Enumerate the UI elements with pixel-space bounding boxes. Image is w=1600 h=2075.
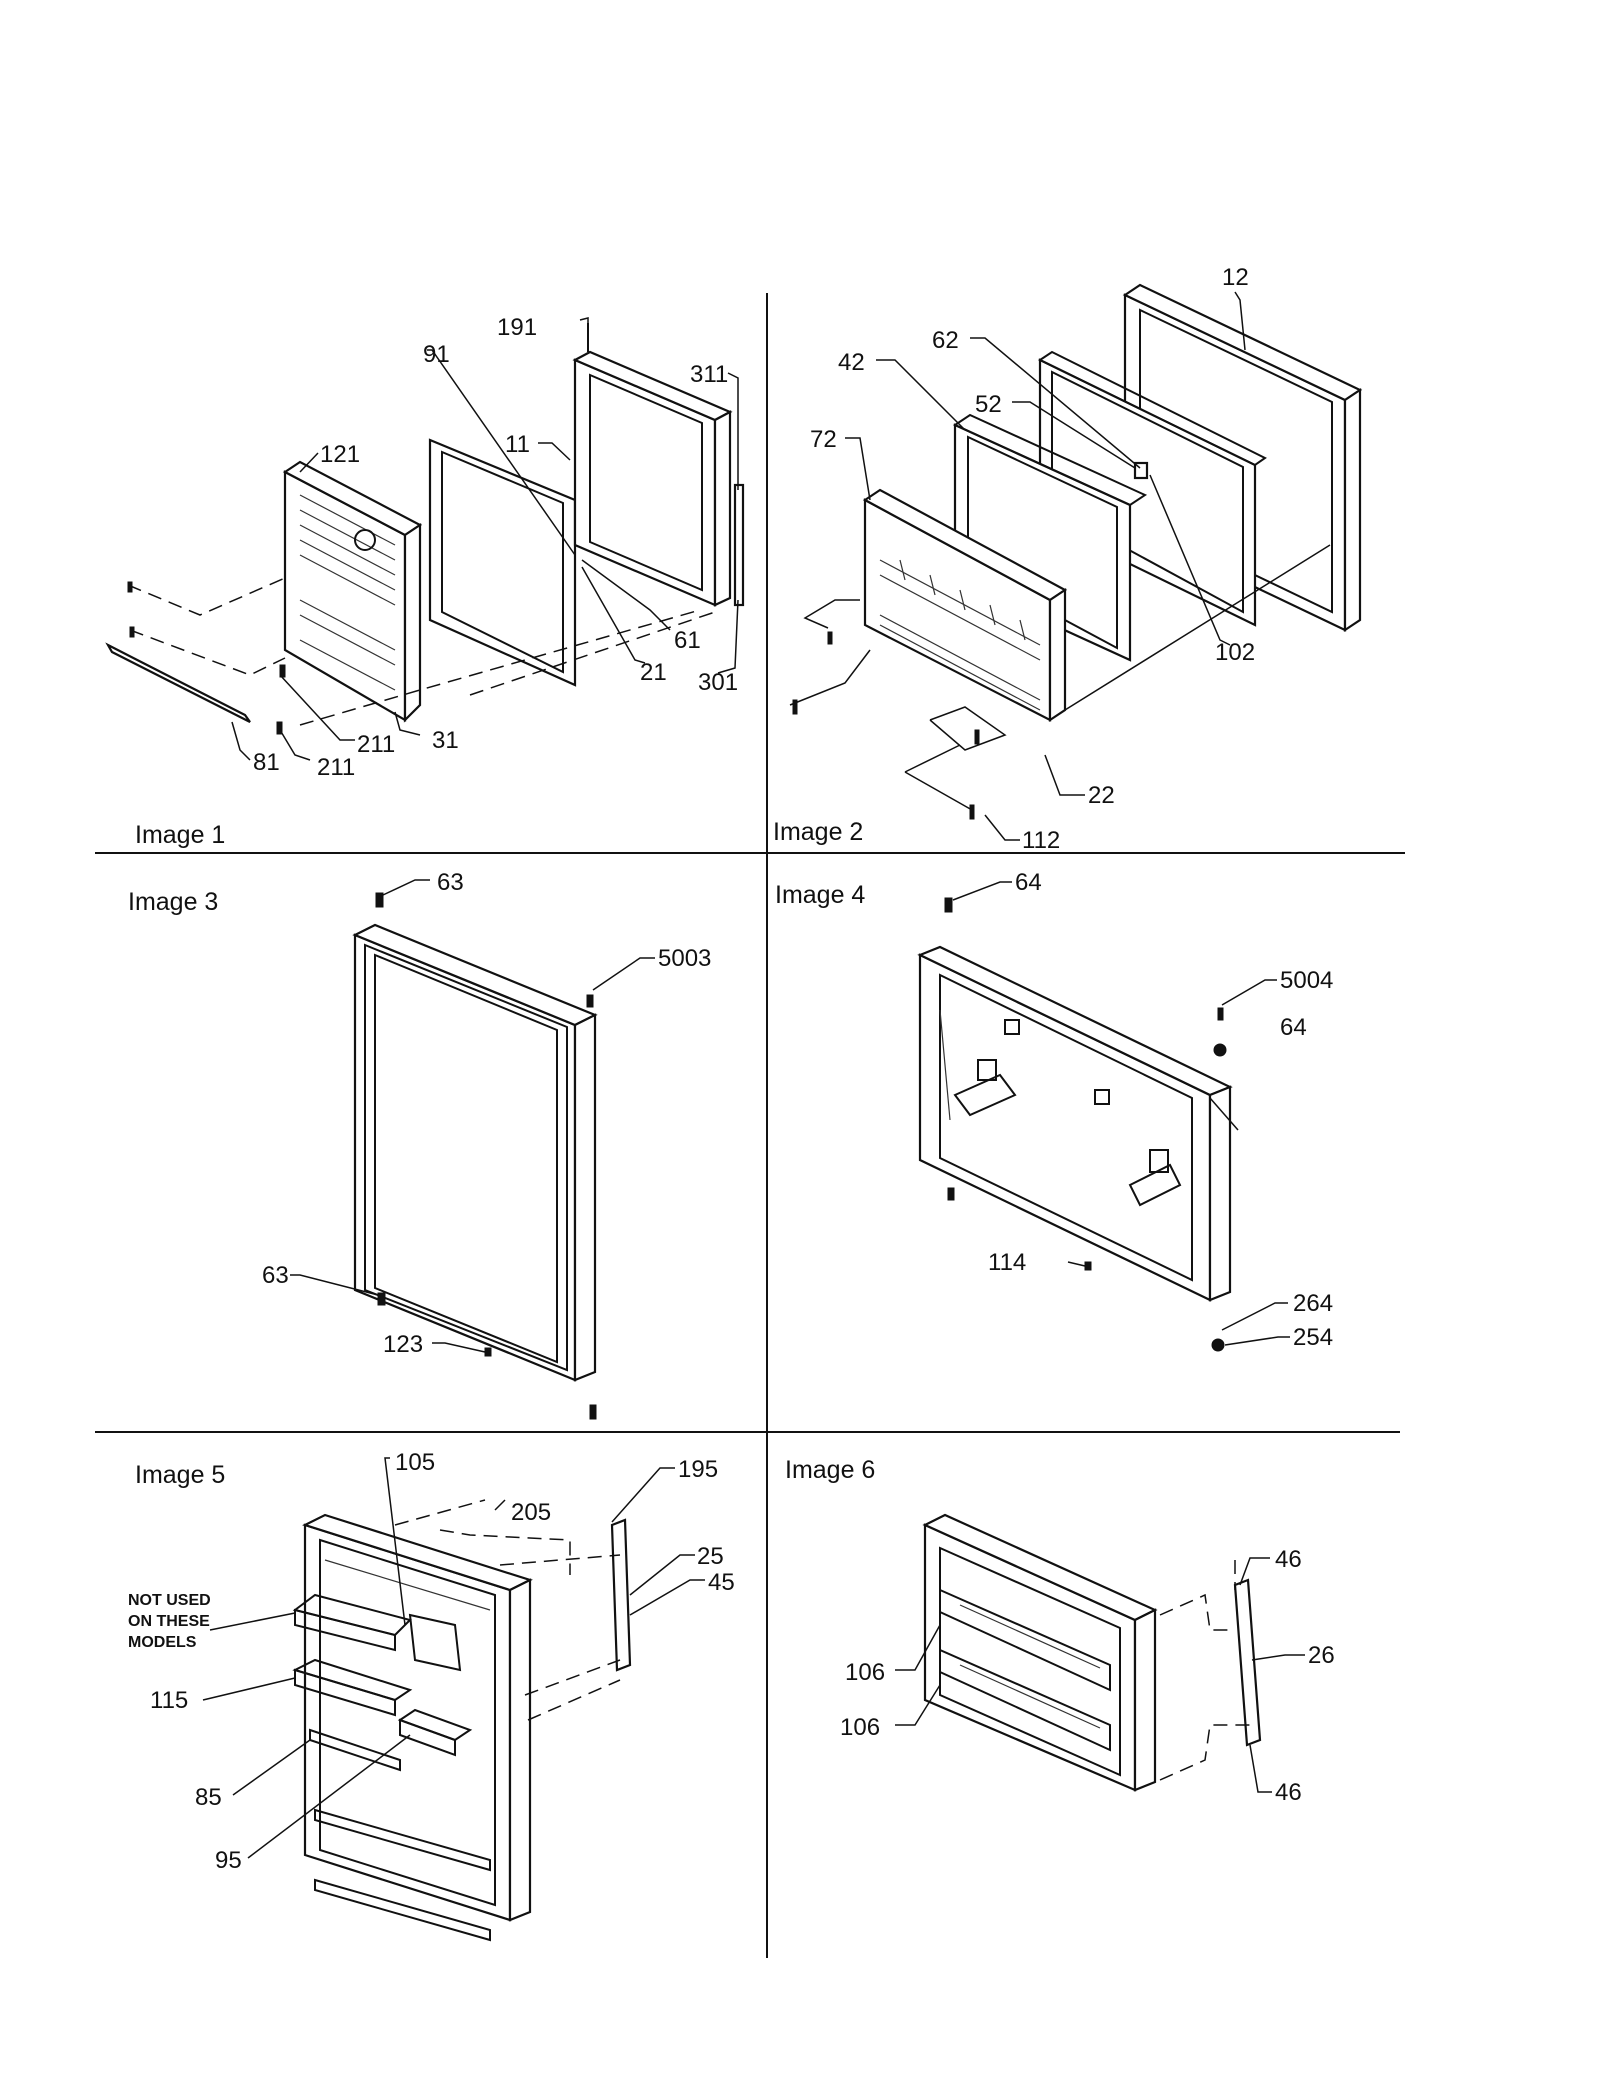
panel-title: Image 2 [773,818,863,846]
screw-5003 [586,994,594,1008]
callout-5004: 5004 [1280,967,1333,994]
callout-64-top: 64 [1015,869,1042,896]
panel-4: Image 4 64 5004 64 114 264 [775,869,1333,1352]
callout-63-top: 63 [437,869,464,896]
callout-21: 21 [640,659,667,686]
callout-112: 112 [1022,827,1060,854]
panel-title: Image 4 [775,881,865,909]
callout-46-bottom: 46 [1275,1779,1302,1806]
handle-25 [610,1518,632,1672]
callout-26: 26 [1308,1642,1335,1669]
callout-91: 91 [423,341,450,368]
panel-dividers [95,293,1405,1958]
callout-62: 62 [932,327,959,354]
hinge-pin-63-bottom [377,1292,386,1306]
handle-311 [733,483,745,607]
callout-123: 123 [383,1331,423,1358]
screw-5004 [1217,1007,1224,1021]
callout-46-top: 46 [1275,1546,1302,1573]
callout-45: 45 [708,1569,735,1596]
callout-61: 61 [674,627,701,654]
trim-81 [105,642,251,723]
callout-205: 205 [511,1499,551,1526]
panel-title: Image 1 [135,821,225,849]
callout-121: 121 [320,441,360,468]
door-liner-121 [282,460,423,723]
callout-11: 11 [505,431,530,458]
callout-52: 52 [975,391,1002,418]
liner-72 [862,488,1068,723]
panel-2: Image 2 [773,264,1363,854]
callout-95: 95 [215,1847,242,1874]
panel-title: Image 6 [785,1456,875,1484]
callout-25: 25 [697,1543,724,1570]
callout-264: 264 [1293,1290,1333,1317]
callout-12: 12 [1222,264,1249,291]
callout-42: 42 [838,349,865,376]
not-used-note-line-3: MODELS [128,1634,197,1651]
callout-191: 191 [497,314,537,341]
not-used-note-line-1: NOT USED [128,1592,211,1609]
hinge-pin-63-top [375,892,384,908]
callout-81: 81 [253,749,280,776]
callout-64-side: 64 [1280,1014,1307,1041]
panel-6: Image 6 46 26 46 106 106 [785,1456,1335,1806]
door-panel-11 [572,350,733,607]
basket-106-bottom [939,1648,1111,1752]
callout-301: 301 [698,669,738,696]
callout-106-bottom: 106 [840,1714,880,1741]
callout-63-bottom: 63 [262,1262,289,1289]
plug-114 [1084,1261,1092,1271]
callout-195: 195 [678,1456,718,1483]
callout-106-top: 106 [845,1659,885,1686]
dairy-door-105 [408,1613,462,1672]
callout-102: 102 [1215,639,1255,666]
panel-title: Image 3 [128,888,218,916]
callout-22: 22 [1088,782,1115,809]
callout-311: 311 [690,361,728,388]
panel-title: Image 5 [135,1461,225,1489]
hinge-pin-64-top [944,897,953,913]
freezer-door-liner [922,1513,1158,1792]
callout-105: 105 [395,1449,435,1476]
door-liner-assembly [292,1513,533,1942]
callout-5003: 5003 [658,945,711,972]
panel-1: Image 1 [105,314,745,849]
plug-123 [484,1347,492,1357]
handle-26 [1233,1578,1262,1747]
fresh-food-door-frame [352,923,598,1382]
basket-106-top [939,1588,1111,1692]
callout-31: 31 [432,727,459,754]
freezer-door-frame [917,945,1233,1302]
shelf-85 [309,1728,401,1772]
callout-72: 72 [810,426,837,453]
callout-211-a: 211 [357,731,395,758]
callout-254: 254 [1293,1324,1333,1351]
panel-3: Image 3 63 5003 63 123 [128,869,711,1420]
callout-85: 85 [195,1784,222,1811]
washer-254 [1211,1338,1225,1352]
callout-211-b: 211 [317,754,355,781]
callout-114: 114 [988,1249,1026,1276]
not-used-note-line-2: ON THESE [128,1613,210,1630]
washer-64 [1213,1043,1227,1057]
callout-115: 115 [150,1687,188,1714]
panel-5: Image 5 [128,1449,735,1942]
